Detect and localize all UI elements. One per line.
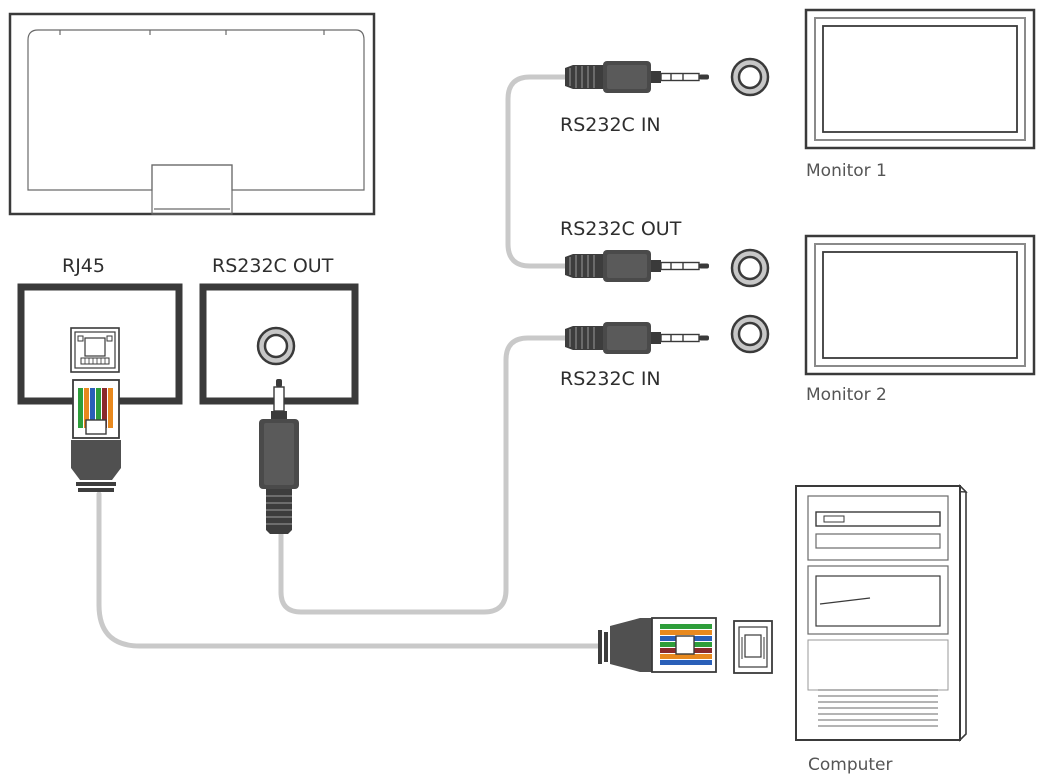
3.5mm-plug-icon	[259, 379, 299, 534]
label-computer: Computer	[808, 755, 893, 775]
stereo-jack-icon	[730, 248, 770, 288]
monitor-1	[804, 8, 1036, 150]
label-rs232c-out-display: RS232C OUT	[212, 255, 334, 277]
label-rs232c-in-monitor2: RS232C IN	[560, 368, 661, 390]
stereo-jack-icon	[730, 57, 770, 97]
3.5mm-plug-icon	[564, 249, 710, 283]
label-monitor2: Monitor 2	[806, 385, 887, 405]
monitor-2	[804, 234, 1036, 376]
cables	[96, 74, 601, 649]
cable-lan	[96, 491, 601, 649]
label-monitor1: Monitor 1	[806, 161, 887, 181]
label-rs232c-out-monitor1: RS232C OUT	[560, 218, 682, 240]
stereo-jack-icon	[730, 314, 770, 354]
3.5mm-plug-icon	[564, 60, 710, 94]
computer-tower	[795, 484, 968, 742]
stereo-jack-icon	[256, 326, 296, 366]
label-rj45: RJ45	[62, 255, 105, 277]
rj45-plug-icon	[598, 617, 717, 673]
label-rs232c-in-monitor1: RS232C IN	[560, 114, 661, 136]
cable-rs232c	[278, 335, 568, 615]
cable-daisy-chain	[505, 74, 568, 269]
display-rear	[8, 12, 376, 216]
3.5mm-plug-icon	[564, 321, 710, 355]
ethernet-port-icon	[70, 327, 120, 373]
ethernet-port-icon	[733, 620, 773, 674]
rj45-plug-icon	[71, 379, 121, 492]
